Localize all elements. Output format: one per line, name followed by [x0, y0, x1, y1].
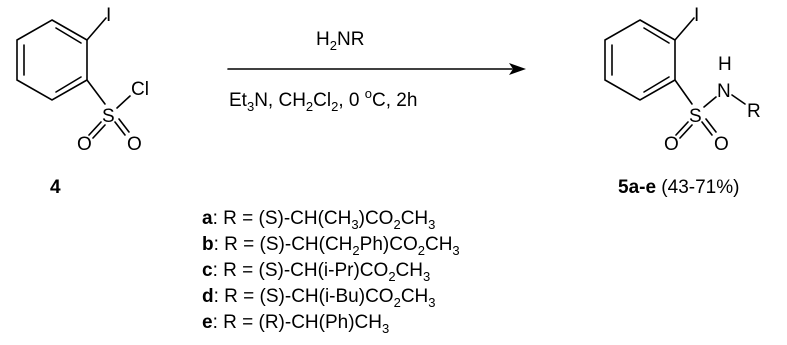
reactant-c-s-bond: [86, 79, 106, 105]
reactant-ring-double-bond: [55, 76, 82, 93]
substituent-item-d: d: R = (S)-CH(i-Bu)CO2CH3: [202, 286, 436, 310]
reactant-oxygen-atom: O: [127, 134, 142, 155]
reactant-chlorine-atom: Cl: [131, 79, 149, 100]
product-sulfur-atom: S: [689, 106, 702, 127]
reactant-ring-double-bond: [55, 27, 82, 44]
product-s-o-double-bond: [679, 124, 693, 139]
product-hydrogen-atom: H: [718, 54, 732, 75]
product-structure: I S N H R O O 5a-e (43-71%): [604, 5, 761, 198]
product-s-n-bond: [703, 96, 717, 108]
reactant-c-i-bond: [86, 17, 107, 41]
reactant-compound-number: 4: [50, 177, 61, 198]
product-s-o-double-bond: [705, 118, 717, 133]
reactant-sulfur-atom: S: [102, 106, 115, 127]
reactant-s-o-double-bond: [92, 124, 106, 139]
product-c-s-bond: [674, 79, 693, 105]
reactant-s-cl-bond: [116, 95, 131, 109]
product-ring-double-bond: [643, 76, 670, 93]
product-s-o-double-bond: [701, 121, 713, 136]
product-nitrogen-atom: N: [717, 81, 731, 102]
product-benzene-ring: [604, 19, 676, 101]
conditions-label: Et3N, CH2Cl2, 0 oC, 2h: [229, 86, 417, 114]
product-s-o-double-bond: [675, 121, 689, 136]
product-r-group: R: [747, 101, 761, 122]
product-c-i-bond: [674, 17, 695, 41]
reaction-arrow-head: [509, 63, 526, 75]
product-oxygen-atom: O: [714, 134, 729, 155]
substituent-item-a: a: R = (S)-CH(CH3)CO2CH3: [202, 208, 435, 232]
reactant-s-o-double-bond: [88, 121, 102, 136]
reaction-conditions: H2NR Et3N, CH2Cl2, 0 oC, 2h: [227, 29, 526, 114]
reactant-structure: I S Cl O O 4: [16, 5, 149, 198]
substituent-item-e: e: R = (R)-CH(Ph)CH3: [202, 312, 389, 336]
product-oxygen-atom: O: [664, 134, 679, 155]
reactant-s-o-double-bond: [114, 121, 126, 136]
substituent-list: a: R = (S)-CH(CH3)CO2CH3 b: R = (S)-CH(C…: [202, 208, 460, 336]
reactant-oxygen-atom: O: [77, 134, 92, 155]
product-n-r-bond: [731, 94, 746, 105]
substituent-item-b: b: R = (S)-CH(CH2Ph)CO2CH3: [202, 234, 460, 258]
substituent-item-c: c: R = (S)-CH(i-Pr)CO2CH3: [202, 260, 430, 284]
reactant-benzene-ring: [16, 19, 88, 101]
product-compound-label: 5a-e (43-71%): [618, 177, 739, 198]
reactant-iodine-atom: I: [106, 5, 111, 26]
product-iodine-atom: I: [694, 5, 699, 26]
reactant-s-o-double-bond: [118, 118, 130, 133]
product-ring-double-bond: [643, 27, 670, 44]
reagent-label: H2NR: [316, 29, 364, 53]
